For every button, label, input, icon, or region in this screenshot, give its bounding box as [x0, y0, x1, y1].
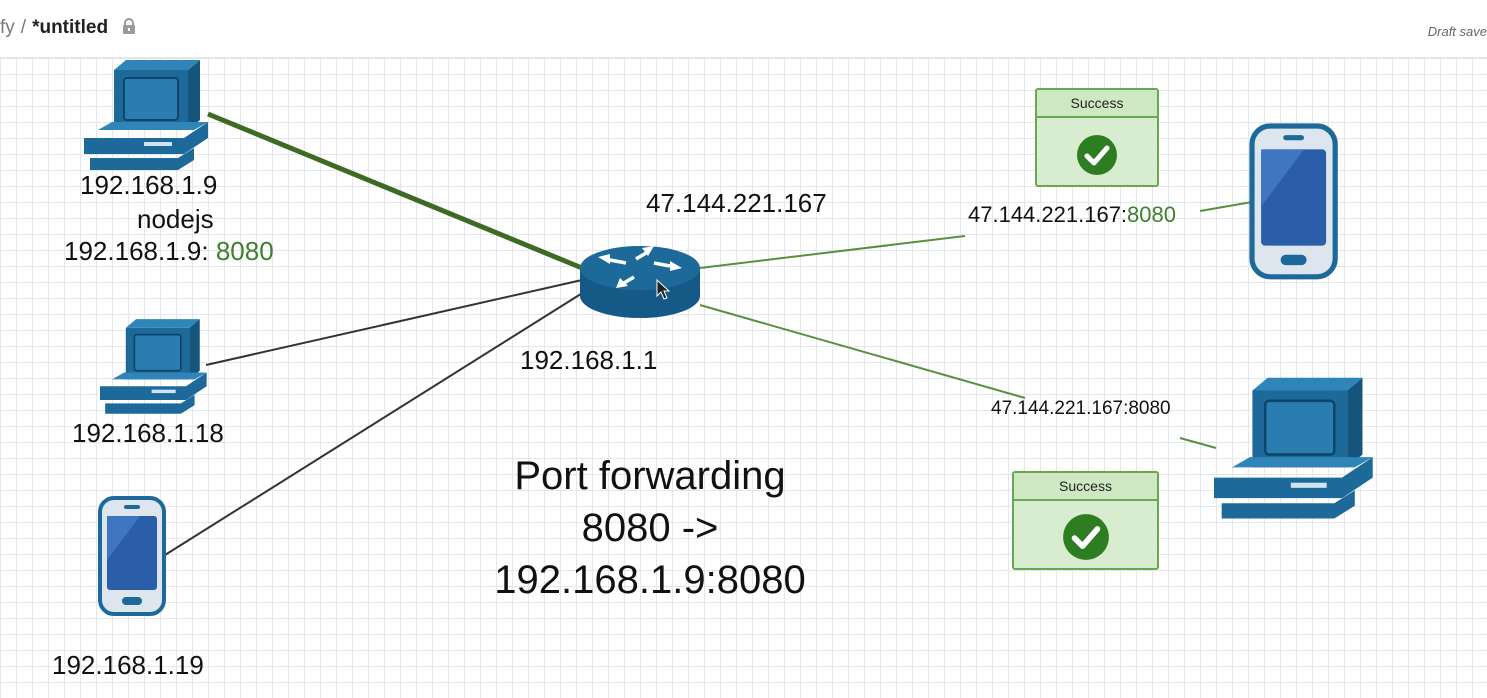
breadcrumb: fy/*untitled: [0, 17, 136, 41]
diagram-canvas[interactable]: 192.168.1.9 nodejs 192.168.1.9: 8080 192…: [0, 58, 1487, 698]
link-router-remote-phone-b: [1199, 201, 1253, 212]
remote-phone-address-label: 47.144.221.167:8080: [968, 202, 1176, 228]
checkmark-icon: [1077, 135, 1117, 175]
port-forwarding-note: Port forwarding 8080 -> 192.168.1.9:8080: [440, 450, 860, 606]
desktop-computer-icon[interactable]: [83, 59, 209, 171]
success-card-title: Success: [1014, 473, 1157, 501]
pc2-ip-label: 192.168.1.18: [72, 418, 224, 448]
router-public-ip-label: 47.144.221.167: [646, 188, 827, 218]
top-bar: fy/*untitled Draft save: [0, 0, 1487, 58]
remote-pc-address-label: 47.144.221.167:8080: [991, 398, 1171, 419]
router-icon[interactable]: [580, 246, 700, 318]
router-local-ip-label: 192.168.1.1: [520, 345, 658, 375]
pc1-socket-label: 192.168.1.9: 8080: [64, 236, 274, 267]
link-phone-router: [164, 291, 585, 556]
breadcrumb-parent[interactable]: fy: [0, 17, 15, 38]
draft-status: Draft save: [1427, 24, 1487, 39]
checkmark-icon: [1062, 514, 1109, 560]
smartphone-icon[interactable]: [98, 496, 166, 616]
pc1-app-label: nodejs: [137, 204, 214, 234]
link-router-remote-phone-a: [699, 235, 966, 269]
port-forwarding-line3: 192.168.1.9:8080: [494, 558, 806, 602]
link-pc1-router: [207, 111, 583, 271]
network-diagram: [83, 59, 1374, 616]
port-forwarding-line2: 8080 ->: [581, 506, 719, 550]
desktop-computer-icon[interactable]: [1212, 376, 1374, 520]
link-router-remote-pc-b: [1179, 437, 1217, 449]
lock-icon[interactable]: [122, 18, 136, 41]
success-card: Success: [1012, 471, 1159, 570]
remote-phone-port: 8080: [1127, 202, 1176, 227]
port-forwarding-line1: Port forwarding: [514, 454, 786, 498]
pc1-socket-port: 8080: [215, 236, 274, 266]
desktop-computer-icon[interactable]: [99, 318, 208, 415]
success-card-title: Success: [1037, 90, 1157, 118]
breadcrumb-separator: /: [20, 17, 27, 38]
link-router-remote-pc-a: [699, 304, 1026, 399]
smartphone-icon[interactable]: [1252, 126, 1335, 277]
document-title[interactable]: *untitled: [32, 17, 109, 38]
pc1-socket-ip: 192.168.1.9:: [64, 236, 216, 266]
link-pc2-router: [205, 279, 583, 366]
remote-phone-address: 47.144.221.167:: [968, 202, 1128, 227]
success-card: Success: [1035, 88, 1159, 187]
phone-ip-label: 192.168.1.19: [52, 650, 204, 680]
pc1-ip-label: 192.168.1.9: [80, 170, 218, 200]
